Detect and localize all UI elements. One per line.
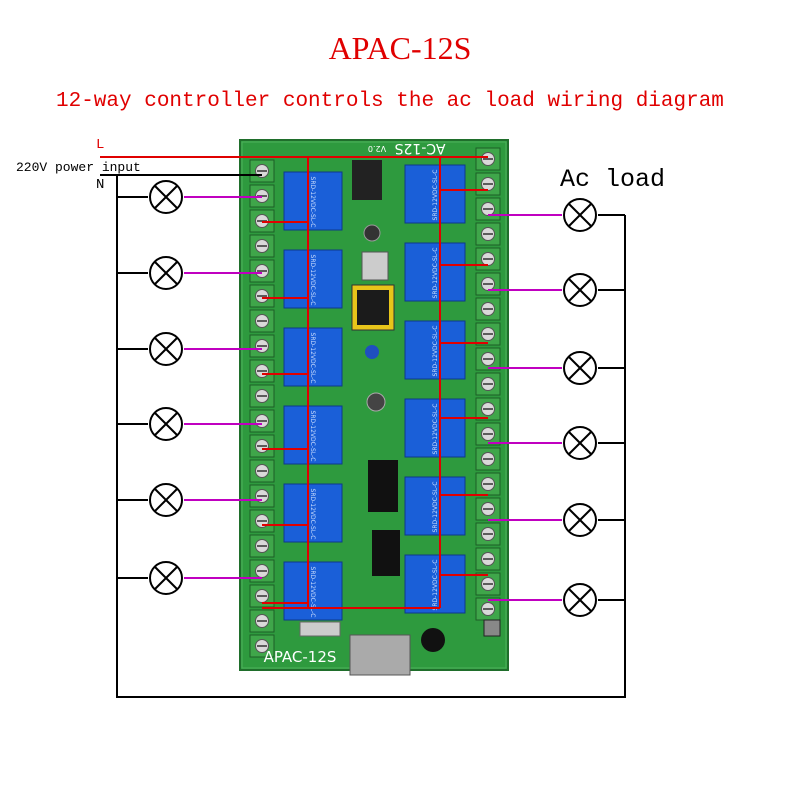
- relay-board: SRD-12VDC-SL-C SRD-12VDC-SL-C SRD-12VDC-SL…: [239, 139, 509, 676]
- neutral-label: N: [96, 177, 105, 193]
- board-version: V2.0: [368, 144, 386, 153]
- board-model-top: AC-12S: [394, 140, 445, 156]
- diagram-title: APAC-12S: [328, 30, 472, 66]
- relay-left: [283, 405, 343, 465]
- connector: [361, 251, 389, 281]
- relay-left-label: SRD-12VDC-SL-C: [309, 489, 316, 540]
- relay-right-label: SRD-12VDC-SL-C: [432, 404, 439, 455]
- lamp-cross: [568, 203, 592, 227]
- lamp-cross: [568, 278, 592, 302]
- relay-right-label: SRD-12VDC-SL-C: [432, 326, 439, 377]
- relay-right-label: SRD-12VDC-SL-C: [432, 560, 439, 611]
- relay-right: [404, 476, 466, 536]
- power-input-label: 220V power input: [16, 160, 141, 175]
- learn-button: [483, 619, 501, 637]
- transistor: [421, 628, 445, 652]
- relay-left: [283, 561, 343, 621]
- relay-right: [404, 164, 466, 224]
- lamp-cross: [154, 337, 178, 361]
- chip-1: [368, 460, 398, 512]
- lamp-cross: [568, 431, 592, 455]
- line-label: L: [96, 137, 105, 153]
- lamp-cross: [568, 508, 592, 532]
- wiring: [100, 156, 626, 698]
- antenna-module: [349, 634, 411, 676]
- dip-header: [299, 621, 341, 637]
- capacitor-blue: [365, 345, 379, 359]
- relay-right-label: SRD-12VDC-SL-C: [432, 248, 439, 299]
- lamp-cross: [154, 185, 178, 209]
- board-model-bottom: APAC-12S: [264, 648, 337, 666]
- lamp-cross: [568, 588, 592, 612]
- relay-right-label: SRD-12VDC-SL-C: [432, 170, 439, 221]
- lamp-cross: [154, 566, 178, 590]
- regulator-ic: [352, 160, 382, 200]
- ac-load-label: Ac load: [560, 165, 666, 194]
- lamp-cross: [568, 356, 592, 380]
- relay-left-label: SRD-12VDC-SL-C: [309, 177, 316, 228]
- relay-left: [283, 483, 343, 543]
- relay-left-label: SRD-12VDC-SL-C: [309, 333, 316, 384]
- lamp-cross: [154, 488, 178, 512]
- relay-right: [404, 554, 466, 614]
- relay-right-label: SRD-12VDC-SL-C: [432, 482, 439, 533]
- neutral-bus: [116, 175, 626, 698]
- chip-2: [372, 530, 400, 576]
- relay-right: [404, 242, 466, 302]
- relay-left: [283, 327, 343, 387]
- relay-right: [404, 320, 466, 380]
- relay-left-label: SRD-12VDC-SL-C: [309, 255, 316, 306]
- relay-left: [283, 171, 343, 231]
- lamp-cross: [154, 412, 178, 436]
- relay-right: [404, 398, 466, 458]
- transformer-core: [357, 290, 389, 325]
- relay-left-label: SRD-12VDC-SL-C: [309, 567, 316, 618]
- lamps: [149, 180, 597, 617]
- capacitor-2: [366, 392, 386, 412]
- relay-left-label: SRD-12VDC-SL-C: [309, 411, 316, 462]
- diagram-subtitle: 12-way controller controls the ac load w…: [56, 90, 724, 113]
- capacitor: [363, 224, 381, 242]
- lamp-cross: [154, 261, 178, 285]
